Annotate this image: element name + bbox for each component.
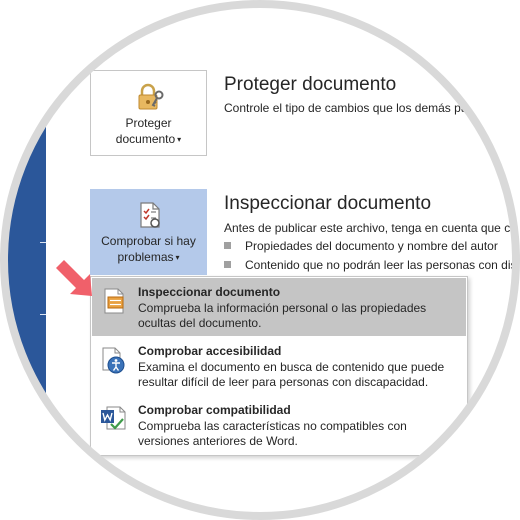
word-compatibility-icon — [101, 406, 126, 430]
inspect-section-title: Inspeccionar documento — [224, 193, 432, 214]
inspect-document-icon — [104, 288, 124, 314]
menu-item-description: Comprueba las características no compati… — [138, 419, 407, 448]
checklist-icon — [140, 202, 160, 228]
sidebar-separator — [40, 314, 46, 315]
check-issues-button-label: Comprobar si hay problemas▾ — [101, 234, 196, 264]
menu-item-description: Examina el documento en busca de conteni… — [138, 360, 445, 389]
menu-item-title: Inspeccionar documento — [138, 285, 281, 299]
menu-item-inspect-document[interactable]: Inspeccionar documento Comprueba la info… — [92, 278, 466, 336]
menu-item-title: Comprobar compatibilidad — [138, 403, 291, 417]
inspect-bullet: Propiedades del documento y nombre del a… — [224, 239, 498, 253]
protect-document-button-label: Proteger documento▾ — [115, 116, 182, 146]
protect-document-button[interactable]: Proteger documento▾ — [90, 70, 207, 156]
bullet-square-icon — [224, 242, 231, 249]
backstage-sidebar — [0, 80, 46, 480]
check-issues-button[interactable]: Comprobar si hay problemas▾ — [90, 189, 207, 275]
menu-item-title: Comprobar accesibilidad — [138, 344, 282, 358]
bullet-square-icon — [224, 261, 231, 268]
inspect-section-description: Antes de publicar este archivo, tenga en… — [224, 221, 517, 235]
inspect-bullet: Contenido que no podrán leer las persona… — [224, 258, 517, 272]
menu-item-check-compatibility[interactable]: Comprobar compatibilidad Comprueba las c… — [92, 396, 466, 454]
lock-key-icon — [138, 83, 164, 110]
protect-section-description: Controle el tipo de cambios que los demá… — [224, 101, 468, 115]
pointer-arrow-icon — [56, 260, 92, 296]
menu-item-description: Comprueba la información personal o las … — [138, 301, 427, 330]
protect-section-title: Proteger documento — [224, 74, 397, 95]
sidebar-separator — [40, 242, 46, 243]
accessibility-icon — [102, 347, 125, 374]
menu-item-check-accessibility[interactable]: Comprobar accesibilidad Examina el docum… — [92, 337, 466, 395]
check-issues-menu: Inspeccionar documento Comprueba la info… — [90, 276, 468, 456]
